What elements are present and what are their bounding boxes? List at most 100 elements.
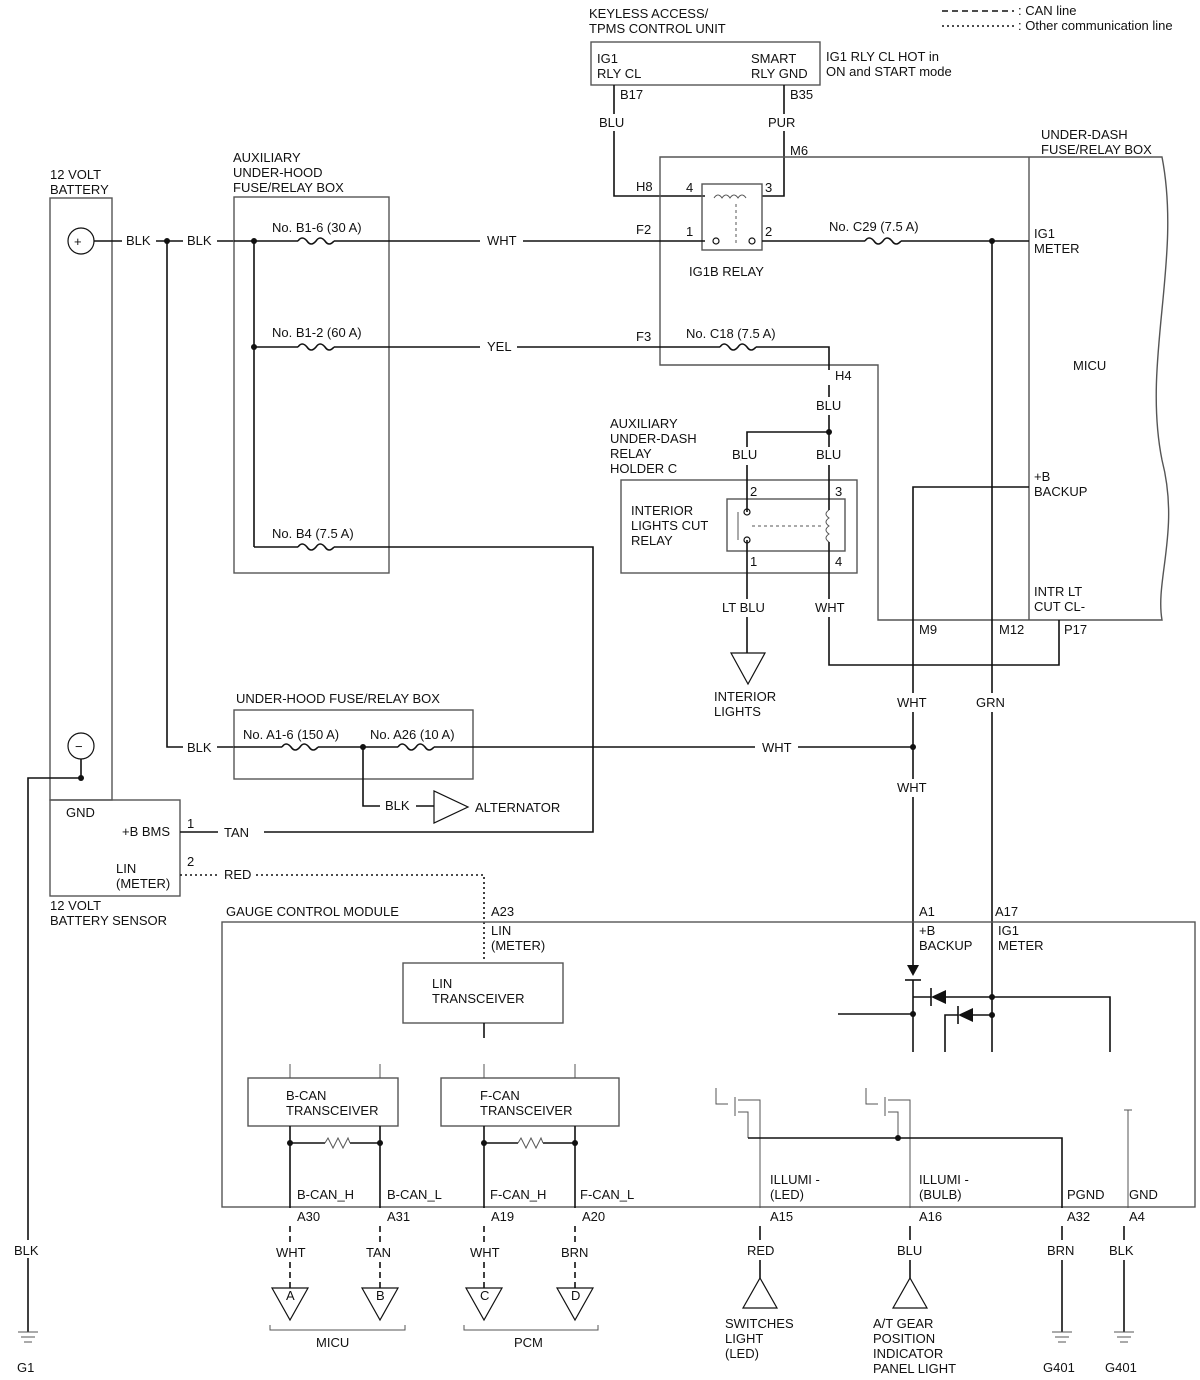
interior-relay-box (726, 498, 846, 552)
auxhood-title-2: UNDER-HOOD (233, 165, 323, 180)
wire-label-brn-fcan: BRN (561, 1245, 588, 1260)
micu-intr-lt: INTR LT (1034, 584, 1082, 599)
pcm-dest-label: PCM (514, 1335, 543, 1350)
keyless-note-1: IG1 RLY CL HOT in (826, 49, 939, 64)
connector-a (270, 1287, 310, 1322)
keyless-note-2: ON and START mode (826, 64, 952, 79)
wire-label-blu-right: BLU (816, 447, 841, 462)
battery-title-1: 12 VOLT (50, 167, 101, 182)
keyless-title-1: KEYLESS ACCESS/ (589, 6, 709, 21)
ground-label-g1: G1 (17, 1360, 34, 1375)
fuse-b4-label: No. B4 (7.5 A) (272, 526, 354, 541)
wire-label-wht-relay: WHT (815, 600, 845, 615)
wire-label-wht-fcan: WHT (470, 1245, 500, 1260)
connector-c-label: C (480, 1288, 489, 1303)
pin-b17: B17 (620, 87, 643, 102)
wire-label-blk-3: BLK (187, 740, 212, 755)
relay-pin-3: 3 (765, 180, 772, 195)
connector-d (555, 1287, 595, 1322)
wire-label-wht-hood: WHT (762, 740, 792, 755)
wire-label-blk-alt: BLK (385, 798, 410, 813)
junction-fcan-h (481, 1140, 487, 1146)
wire-label-brn-pgnd: BRN (1047, 1243, 1074, 1258)
pin-m9: M9 (919, 622, 937, 637)
wire-label-grn-m12: GRN (976, 695, 1005, 710)
gauge-ig1: IG1 (998, 923, 1019, 938)
wire-label-wht-m9: WHT (897, 695, 927, 710)
interior-relay-name-2: LIGHTS CUT (631, 518, 708, 533)
wire-label-blk-left: BLK (14, 1243, 39, 1258)
illumi-led-label-1: ILLUMI - (770, 1172, 820, 1187)
b-can-label-2: TRANSCEIVER (286, 1103, 378, 1118)
interior-lights-label-1: INTERIOR (714, 689, 776, 704)
keyless-title-2: TPMS CONTROL UNIT (589, 21, 726, 36)
can-stubs (289, 1064, 576, 1078)
alternator-connector (433, 790, 470, 824)
ground-symbol-g401-a (1052, 1331, 1072, 1343)
wire-blu-to-relay (613, 85, 705, 197)
wire-blk-ground (27, 759, 82, 1332)
wire-ig1-bus (913, 996, 1111, 1052)
alternator-label: ALTERNATOR (475, 800, 560, 815)
junction-fcan-l (572, 1140, 578, 1146)
ground-symbol-g1 (18, 1331, 38, 1343)
fuse-a1-6-symbol (281, 743, 319, 751)
auxrelay-title-3: RELAY (610, 446, 652, 461)
junction-illumi-ground (895, 1135, 901, 1141)
legend: : CAN line : Other communication line (942, 3, 1173, 33)
pin-a19: A19 (491, 1209, 514, 1224)
wire-yel (254, 346, 830, 370)
keyless-smart: SMART (751, 51, 796, 66)
aux-under-dash-relay: AUXILIARY UNDER-DASH RELAY HOLDER C BLU … (610, 398, 858, 719)
micu-cut-cl: CUT CL- (1034, 599, 1085, 614)
junction-wht (910, 744, 916, 750)
switches-label-2: LIGHT (725, 1331, 763, 1346)
b-can-l-label: B-CAN_L (387, 1187, 442, 1202)
auxhood-title-1: AUXILIARY (233, 150, 301, 165)
keyless-box (590, 41, 821, 86)
bulb-driver-transistor (865, 1088, 911, 1208)
connector-b (360, 1287, 400, 1322)
fuse-a26-label: No. A26 (10 A) (370, 727, 455, 742)
legend-other-label: : Other communication line (1018, 18, 1173, 33)
gauge-lin: LIN (491, 923, 511, 938)
sensor-pin-1: 1 (187, 816, 194, 831)
gauge-title: GAUGE CONTROL MODULE (226, 904, 399, 919)
backup-arrow (907, 965, 919, 976)
f-can-transceiver-box (440, 1077, 620, 1127)
underdash-outline (659, 156, 1170, 621)
connector-b-label: B (376, 1288, 385, 1303)
sensor-pin-2: 2 (187, 854, 194, 869)
fuse-a26-symbol (397, 743, 435, 751)
interior-relay-pin-2: 2 (750, 484, 757, 499)
gauge-control-module: GAUGE CONTROL MODULE A23 LIN (METER) LIN… (221, 904, 1196, 1208)
junction-gnd (78, 775, 84, 781)
battery-minus-sign: − (75, 739, 83, 754)
gnd-label: GND (1129, 1187, 1158, 1202)
ig1-diode-1 (931, 990, 946, 1004)
f-can-h-label: F-CAN_H (490, 1187, 546, 1202)
battery-title-2: BATTERY (50, 182, 109, 197)
sensor-title-1: 12 VOLT (50, 898, 101, 913)
pin-f3: F3 (636, 329, 651, 344)
f-can-label-2: TRANSCEIVER (480, 1103, 572, 1118)
wire-label-tan-sensor: TAN (224, 825, 249, 840)
wire-label-blk-gnd: BLK (1109, 1243, 1134, 1258)
lin-transceiver-label-1: LIN (432, 976, 452, 991)
ig1b-relay-label: IG1B RELAY (689, 264, 764, 279)
interior-relay-name-1: INTERIOR (631, 503, 693, 518)
at-label-4: PANEL LIGHT (873, 1361, 956, 1376)
ground-label-g401-b: G401 (1105, 1360, 1137, 1375)
battery: 12 VOLT BATTERY + − BLK BLK BLK (49, 167, 212, 801)
wire-wht-backup (912, 486, 1029, 967)
fuse-c18-symbol (719, 343, 757, 351)
switches-label-3: (LED) (725, 1346, 759, 1361)
at-label-1: A/T GEAR (873, 1316, 933, 1331)
interior-relay-pin-4: 4 (835, 554, 842, 569)
aux-under-hood-box: AUXILIARY UNDER-HOOD FUSE/RELAY BOX No. … (233, 150, 517, 574)
b-can-h-label: B-CAN_H (297, 1187, 354, 1202)
pin-p17: P17 (1064, 622, 1087, 637)
pin-m12: M12 (999, 622, 1024, 637)
wire-label-blk-2: BLK (187, 233, 212, 248)
